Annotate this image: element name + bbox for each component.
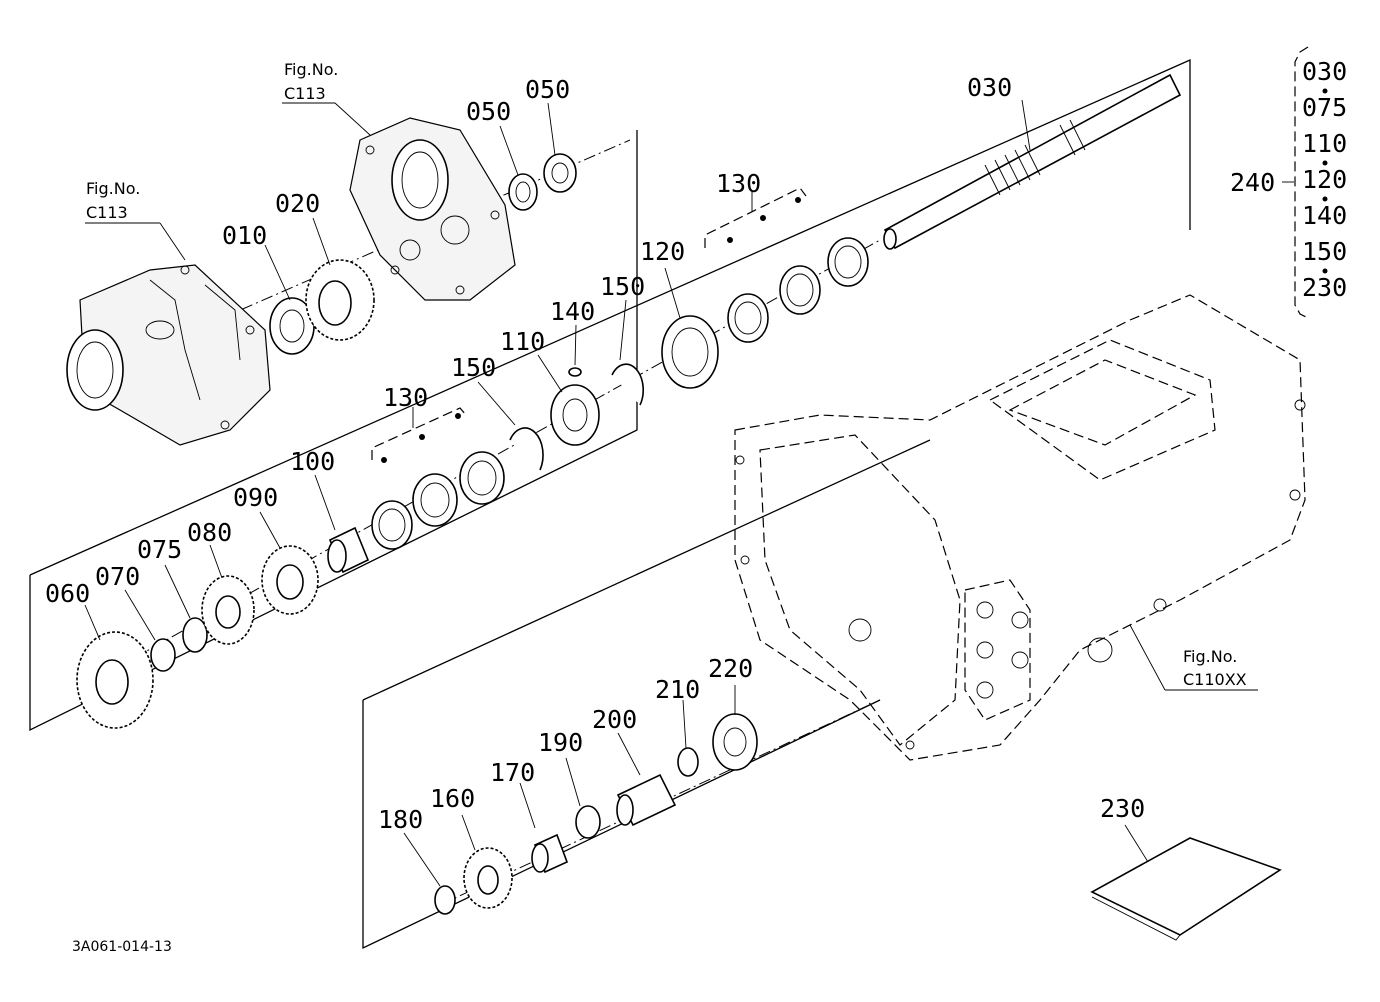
kit-240-label: 240: [1230, 168, 1275, 197]
ring-070: [150, 638, 176, 672]
gear-060: [76, 631, 154, 729]
snap-ring-180: [434, 885, 456, 915]
drawing-code: 3A061-014-13: [72, 939, 172, 955]
kit-240-brace: [1282, 46, 1328, 319]
callout-090: 090: [233, 483, 278, 512]
needle-bearing-170: [531, 833, 569, 874]
synchronizer-ring-130-c: [459, 451, 505, 505]
leader-lines: [84, 99, 1258, 887]
callout-110: 110: [500, 327, 545, 356]
callout-060: 060: [45, 579, 90, 608]
fig-ref-right-number: C110XX: [1183, 670, 1247, 689]
callout-050-a: 050: [466, 97, 511, 126]
snap-ring-150-a: [509, 427, 544, 471]
kit-240-list: 240 030 075 110 120 140 150 230: [1230, 57, 1347, 302]
sleeve-200: [616, 773, 677, 827]
fig-ref-top-number: C113: [284, 84, 326, 103]
fig-ref-left-number: C113: [86, 203, 128, 222]
kit-item-075: 075: [1302, 93, 1347, 122]
gear-020: [305, 259, 375, 341]
booklet-230: [1090, 837, 1282, 941]
callout-020: 020: [275, 189, 320, 218]
callout-150-a: 150: [451, 353, 496, 382]
needle-bearing-100: [327, 526, 370, 574]
kit-item-030: 030: [1302, 57, 1347, 86]
gear-080: [201, 575, 255, 645]
synchronizer-hub-110: [550, 384, 600, 446]
callout-140: 140: [550, 297, 595, 326]
callout-130-lower: 130: [383, 383, 428, 412]
callout-150-b: 150: [600, 272, 645, 301]
gear-090: [261, 545, 319, 615]
fig-ref-left-label: Fig.No.: [86, 179, 140, 198]
callout-230: 230: [1100, 794, 1145, 823]
callout-220: 220: [708, 654, 753, 683]
callout-070: 070: [95, 562, 140, 591]
snap-ring-210: [677, 747, 699, 777]
kit-item-120: 120: [1302, 165, 1347, 194]
kit-item-150: 150: [1302, 237, 1347, 266]
callout-210: 210: [655, 675, 700, 704]
transmission-cover-plate: [349, 117, 516, 301]
fig-ref-right-label: Fig.No.: [1183, 647, 1237, 666]
callout-labels: 010 020 030 050 050 060 070 075 080 090 …: [45, 73, 1145, 834]
ring-190: [575, 805, 601, 839]
snap-ring-150-b: [611, 363, 645, 406]
callout-075: 075: [137, 535, 182, 564]
kit-item-230: 230: [1302, 273, 1347, 302]
callout-160: 160: [430, 784, 475, 813]
transmission-front-housing: [66, 264, 271, 446]
synchronizer-ring-130-b: [412, 473, 458, 527]
callout-050-b: 050: [525, 75, 570, 104]
callout-190: 190: [538, 728, 583, 757]
kit-item-110: 110: [1302, 129, 1347, 158]
callout-010: 010: [222, 221, 267, 250]
callout-030: 030: [967, 73, 1012, 102]
callout-120: 120: [640, 237, 685, 266]
synchronizer-ring-130-f: [827, 237, 869, 287]
bearing-050-a: [508, 173, 538, 211]
callout-100: 100: [290, 447, 335, 476]
group-130-bracket-upper: [704, 187, 807, 248]
callout-080: 080: [187, 518, 232, 547]
synchronizer-ring-130-d: [727, 293, 769, 343]
callout-180: 180: [378, 805, 423, 834]
bearing-050-b: [543, 153, 577, 193]
gear-160: [463, 847, 513, 909]
callout-200: 200: [592, 705, 637, 734]
shaft-030: [883, 73, 1182, 250]
group-frames: [29, 59, 1191, 950]
bearing-010: [269, 297, 315, 355]
synchronizer-ring-130-e: [779, 265, 821, 315]
callout-130-upper: 130: [716, 169, 761, 198]
sleeve-120: [661, 315, 719, 389]
callout-170: 170: [490, 758, 535, 787]
ring-075: [182, 617, 208, 653]
kit-item-140: 140: [1302, 201, 1347, 230]
key-140: [568, 367, 582, 377]
bearing-220: [712, 713, 758, 771]
transmission-case: [734, 294, 1306, 761]
synchronizer-ring-130-a: [371, 500, 413, 550]
figure-references: Fig.No. C113 Fig.No. C113 Fig.No. C110XX: [86, 60, 1247, 689]
group-130-bracket-lower: [371, 407, 467, 463]
fig-ref-top-label: Fig.No.: [284, 60, 338, 79]
